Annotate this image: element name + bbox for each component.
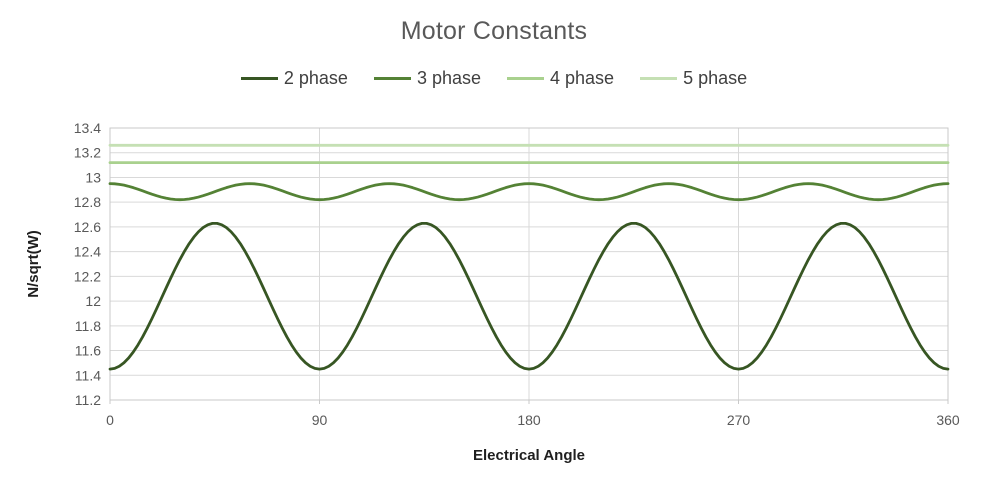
legend-item-5-phase: 5 phase [640, 68, 747, 89]
y-tick-label: 11.4 [75, 367, 101, 383]
legend-swatch-line [640, 77, 678, 80]
x-axis-title: Electrical Angle [473, 447, 585, 464]
y-tick-label: 12.2 [74, 268, 101, 284]
legend-item-2-phase: 2 phase [240, 68, 348, 89]
y-tick-label: 12.6 [74, 219, 101, 235]
x-tick-label: 180 [517, 412, 541, 428]
tick-labels: 11.2 11.4 11.6 11.8 12 12.2 12.4 12.6 12.8 13 13.2… [74, 120, 960, 428]
x-tick-label: 0 [106, 412, 114, 428]
x-tick-label: 360 [936, 412, 960, 428]
y-tick-label: 11.8 [75, 318, 101, 334]
legend-item-label: 2 phase [283, 68, 348, 88]
gridlines [109, 127, 949, 404]
series-lines [108, 143, 950, 371]
legend-item-label: 3 phase [416, 68, 481, 88]
y-axis-title: N/sqrt(W) [25, 230, 42, 298]
legend-swatch-line [240, 77, 278, 80]
x-tick-label: 90 [312, 412, 328, 428]
y-tick-label: 12 [85, 293, 101, 309]
y-tick-label: 11.6 [75, 343, 101, 359]
legend-item-4-phase: 4 phase [507, 68, 614, 89]
y-tick-label: 12.4 [74, 244, 101, 260]
x-tick-label: 270 [727, 412, 751, 428]
series-line-2-phase [108, 221, 950, 371]
legend-item-label: 4 phase [550, 68, 615, 88]
legend: 2 phase 3 phase 4 phase 5 phase [0, 68, 988, 89]
series-line-3-phase [108, 182, 950, 202]
y-tick-label: 13 [85, 169, 101, 185]
y-tick-label: 13.2 [74, 145, 101, 161]
y-tick-label: 13.4 [74, 120, 101, 136]
y-tick-label: 11.2 [75, 392, 101, 408]
legend-swatch-line [507, 77, 544, 80]
legend-item-3-phase: 3 phase [373, 68, 481, 89]
legend-swatch-line [373, 77, 411, 80]
legend-item-label: 5 phase [683, 68, 748, 88]
y-tick-label: 12.8 [74, 194, 101, 210]
chart-title: Motor Constants [400, 17, 588, 45]
